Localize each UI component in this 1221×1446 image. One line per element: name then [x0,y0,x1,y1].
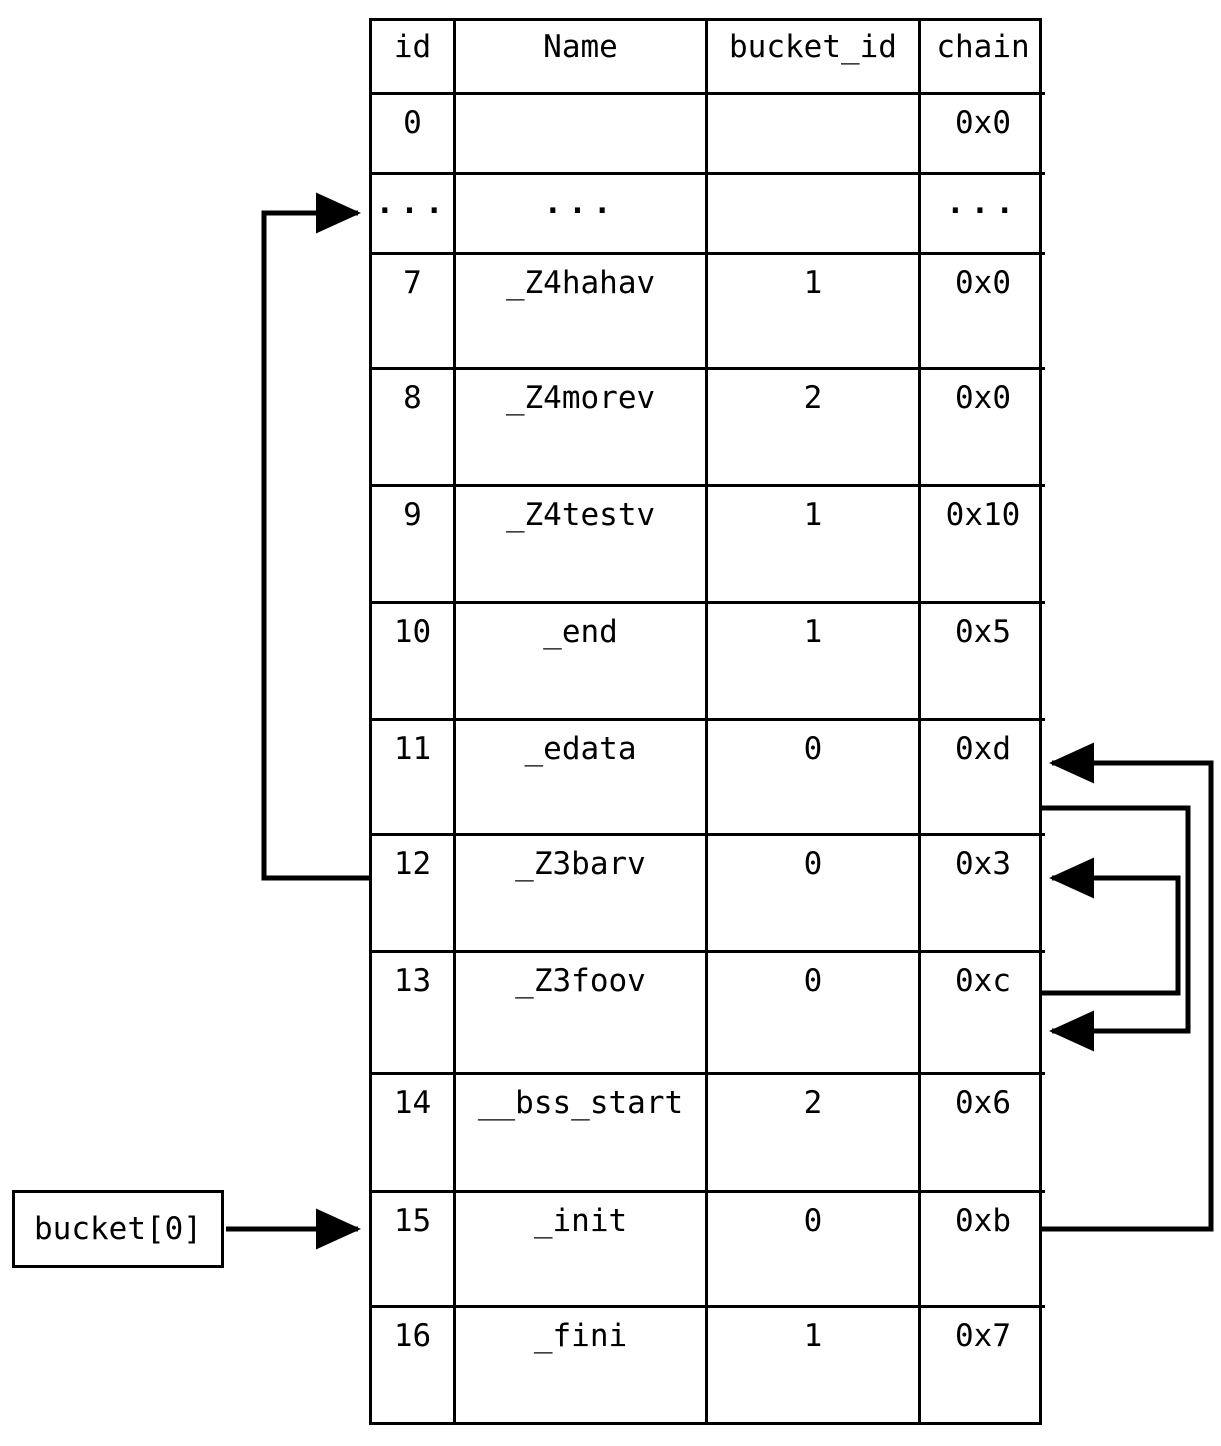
cell-id: 9 [372,487,456,601]
cell-bucket-id [708,175,921,252]
cell-id: 16 [372,1308,456,1425]
cell-name: _Z4hahav [456,255,708,367]
table-header-row: id Name bucket_id chain [372,21,1045,95]
cell-id: ... [372,175,456,252]
arrow-row11-to-row13 [1042,805,1191,1052]
cell-chain: 0xd [955,731,1011,767]
cell-name: _Z4morev [456,370,708,484]
cell-id: 10 [372,604,456,718]
cell-name: _fini [456,1308,708,1425]
cell-id: 12 [372,836,456,950]
cell-name [456,95,708,172]
arrow-row13-to-row12 [1042,857,1181,996]
cell-chain: ... [946,185,1020,221]
table-row: 12 _Z3barv 0 0x3 [372,836,1045,953]
cell-bucket-id: 1 [708,255,921,367]
column-header-bucket-id: bucket_id [708,21,921,92]
arrow-row12-to-ellipsis [261,192,369,881]
cell-bucket-id [708,95,921,172]
cell-bucket-id: 1 [708,487,921,601]
cell-id: 0 [372,95,456,172]
cell-id: 14 [372,1075,456,1190]
table-row: 11 _edata 0 0xd [372,721,1045,836]
table-row: 10 _end 1 0x5 [372,604,1045,721]
table-row: 0 0x0 [372,95,1045,175]
cell-chain: 0x0 [955,265,1011,301]
cell-chain: 0x6 [955,1085,1011,1121]
cell-name: _init [456,1193,708,1305]
table-row: 13 _Z3foov 0 0xc [372,953,1045,1075]
cell-chain: 0x0 [955,380,1011,416]
table-row-ellipsis: ... ... ... [372,175,1045,255]
cell-bucket-id: 1 [708,1308,921,1425]
bucket-label-box: bucket[0] [12,1190,224,1268]
cell-id: 13 [372,953,456,1072]
symbol-table: id Name bucket_id chain 0 0x0 ... ... ..… [369,18,1045,1425]
column-header-name: Name [456,21,708,92]
cell-id: 8 [372,370,456,484]
table-row: 15 _init 0 0xb [372,1193,1045,1308]
table-row: 14 __bss_start 2 0x6 [372,1075,1045,1193]
cell-chain: 0xc [955,963,1011,999]
cell-bucket-id: 2 [708,370,921,484]
arrow-row15-to-row11 [1042,742,1214,1232]
cell-bucket-id: 0 [708,953,921,1072]
cell-bucket-id: 1 [708,604,921,718]
cell-id: 15 [372,1193,456,1305]
cell-chain: 0x7 [955,1318,1011,1354]
table-row: 9 _Z4testv 1 0x10 [372,487,1045,604]
cell-name: ... [456,175,708,252]
cell-name: _Z4testv [456,487,708,601]
cell-bucket-id: 2 [708,1075,921,1190]
cell-chain: 0xb [955,1203,1011,1239]
column-header-id: id [372,21,456,92]
cell-chain: 0x5 [955,614,1011,650]
cell-bucket-id: 0 [708,1193,921,1305]
cell-name: __bss_start [456,1075,708,1190]
column-header-chain: chain [936,29,1030,65]
cell-chain: 0x3 [955,846,1011,882]
cell-id: 11 [372,721,456,833]
cell-bucket-id: 0 [708,721,921,833]
cell-name: _end [456,604,708,718]
table-row: 16 _fini 1 0x7 [372,1308,1045,1425]
cell-name: _edata [456,721,708,833]
cell-chain: 0x10 [945,497,1021,533]
table-row: 7 _Z4hahav 1 0x0 [372,255,1045,370]
cell-chain: 0x0 [955,105,1011,141]
bucket-label-text: bucket[0] [34,1211,202,1247]
cell-name: _Z3barv [456,836,708,950]
cell-id: 7 [372,255,456,367]
table-row: 8 _Z4morev 2 0x0 [372,370,1045,487]
cell-name: _Z3foov [456,953,708,1072]
cell-bucket-id: 0 [708,836,921,950]
